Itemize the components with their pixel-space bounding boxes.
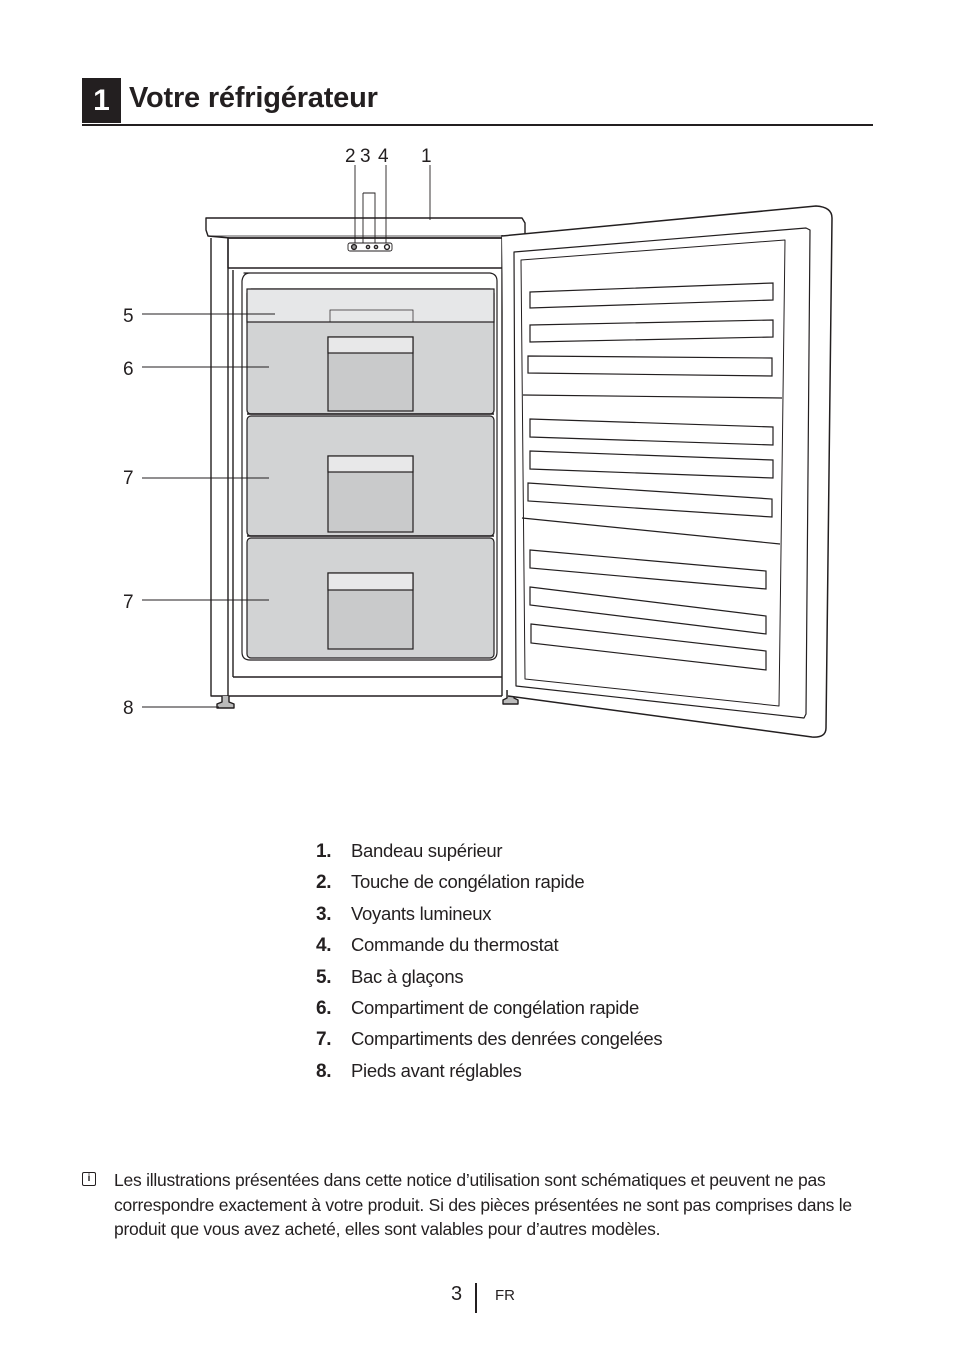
info-icon: i — [82, 1172, 96, 1186]
page-number: 3 — [451, 1283, 463, 1305]
legend-item: 8.Pieds avant réglables — [316, 1059, 522, 1082]
callout-2: 2 — [345, 146, 356, 167]
legend-item: 3.Voyants lumineux — [316, 902, 492, 925]
callout-4: 4 — [378, 146, 389, 167]
callout-6: 6 — [123, 359, 134, 380]
section-header: 1 Votre réfrigérateur — [82, 78, 873, 126]
callout-7b: 7 — [123, 592, 134, 613]
section-number: 1 — [82, 78, 121, 123]
callout-1: 1 — [421, 146, 432, 167]
callout-8: 8 — [123, 698, 134, 719]
legend-item: 7.Compartiments des denrées congelées — [316, 1028, 663, 1051]
freezer-illustration: 2 3 4 1 5 6 7 7 8 — [123, 146, 833, 738]
callout-5: 5 — [123, 306, 134, 327]
footer-divider — [475, 1283, 477, 1313]
legend-item: 1.Bandeau supérieur — [316, 840, 503, 862]
legend-item: 4.Commande du thermostat — [316, 934, 559, 957]
section-title: Votre réfrigérateur — [129, 82, 378, 114]
language-code: FR — [495, 1287, 515, 1304]
callout-3: 3 — [360, 146, 371, 167]
legend-item: 5.Bac à glaçons — [316, 965, 464, 988]
note-text: Les illustrations présentées dans cette … — [114, 1170, 852, 1239]
legend-item: 2.Touche de congélation rapide — [316, 871, 585, 894]
callout-7a: 7 — [123, 468, 134, 489]
freezer-diagram: 2 3 4 1 5 6 7 7 8 — [0, 140, 954, 760]
legend-item: 6.Compartiment de congélation rapide — [316, 996, 640, 1019]
parts-legend: 1.Bandeau supérieur 2.Touche de congélat… — [316, 835, 663, 1086]
